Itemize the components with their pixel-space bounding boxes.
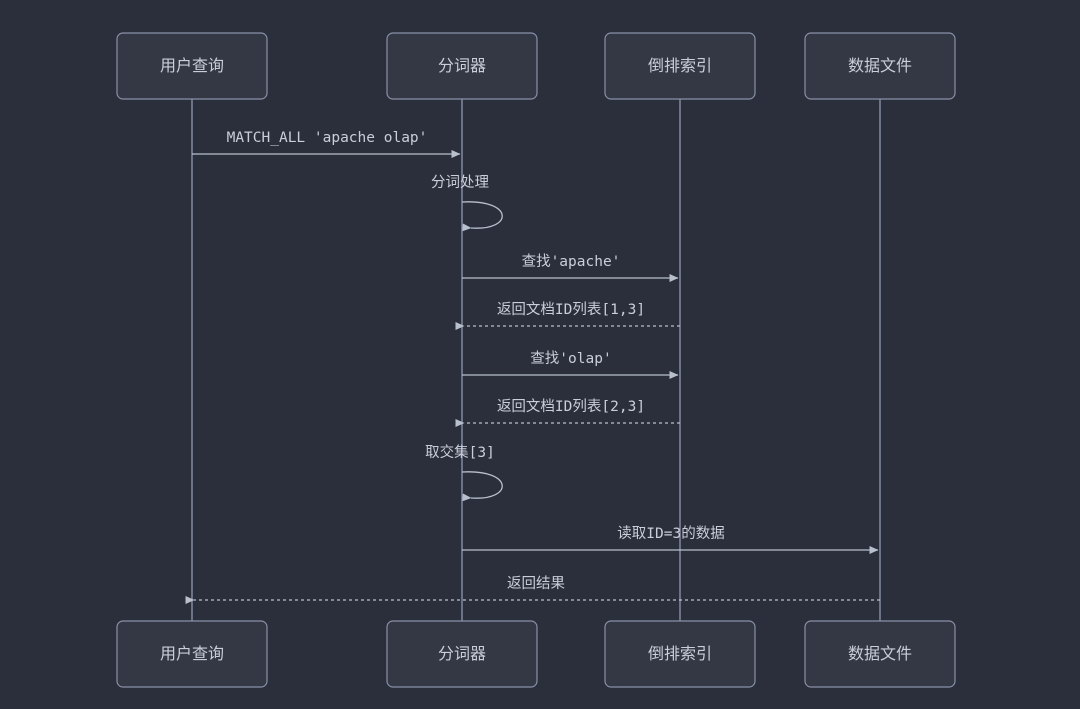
message-label: 查找'olap' <box>530 350 611 367</box>
message-label: 分词处理 <box>431 174 489 191</box>
participant-box-bottom-1[interactable]: 用户查询 <box>116 620 268 688</box>
message-label: 查找'apache' <box>522 253 621 270</box>
message-label: 返回文档ID列表[2,3] <box>497 398 645 415</box>
message-2[interactable]: 查找'apache' <box>462 253 679 282</box>
message-3[interactable]: 返回文档ID列表[1,3] <box>455 301 680 330</box>
message-0[interactable]: MATCH_ALL 'apache olap' <box>192 130 461 158</box>
participant-box-bottom-label: 数据文件 <box>848 645 912 663</box>
participant-box-top-4[interactable]: 数据文件 <box>804 32 956 100</box>
message-7[interactable]: 读取ID=3的数据 <box>462 525 879 554</box>
participant-box-top-label: 分词器 <box>438 57 486 75</box>
participant-box-bottom-2[interactable]: 分词器 <box>386 620 538 688</box>
message-4[interactable]: 查找'olap' <box>462 350 679 379</box>
participant-box-top-label: 用户查询 <box>160 57 224 75</box>
message-label: MATCH_ALL 'apache olap' <box>227 130 428 146</box>
participant-box-top-label: 倒排索引 <box>648 57 712 75</box>
message-label: 返回结果 <box>507 575 565 592</box>
message-label: 返回文档ID列表[1,3] <box>497 301 645 318</box>
participant-box-top-2[interactable]: 分词器 <box>386 32 538 100</box>
participant-box-bottom-rect <box>604 620 756 688</box>
message-label: 读取ID=3的数据 <box>617 525 724 542</box>
lifelines-group <box>191 99 881 621</box>
participant-box-bottom-rect <box>386 620 538 688</box>
participant-box-top-label: 数据文件 <box>848 57 912 75</box>
self-loop-path <box>461 201 503 232</box>
participant-box-bottom-label: 倒排索引 <box>648 645 712 663</box>
participant-box-bottom-4[interactable]: 数据文件 <box>804 620 956 688</box>
participant-boxes-bottom: 用户查询 分词器 倒排索引 数据文件 <box>116 620 956 688</box>
participant-box-bottom-rect <box>116 620 268 688</box>
participant-box-top-rect <box>804 32 956 100</box>
self-loop-path <box>461 471 503 502</box>
message-label: 取交集[3] <box>425 443 495 461</box>
participant-box-top-rect <box>604 32 756 100</box>
participant-box-top-3[interactable]: 倒排索引 <box>604 32 756 100</box>
participant-box-bottom-rect <box>804 620 956 688</box>
participant-box-bottom-label: 用户查询 <box>160 645 224 663</box>
participant-box-bottom-3[interactable]: 倒排索引 <box>604 620 756 688</box>
message-8[interactable]: 返回结果 <box>185 575 880 604</box>
participant-box-top-1[interactable]: 用户查询 <box>116 32 268 100</box>
message-6[interactable]: 取交集[3] <box>425 443 503 502</box>
message-1[interactable]: 分词处理 <box>431 174 503 232</box>
participant-box-top-rect <box>116 32 268 100</box>
participant-boxes-top: 用户查询 分词器 倒排索引 数据文件 <box>116 32 956 100</box>
message-5[interactable]: 返回文档ID列表[2,3] <box>455 398 680 427</box>
participant-box-top-rect <box>386 32 538 100</box>
participant-box-bottom-label: 分词器 <box>438 645 486 663</box>
